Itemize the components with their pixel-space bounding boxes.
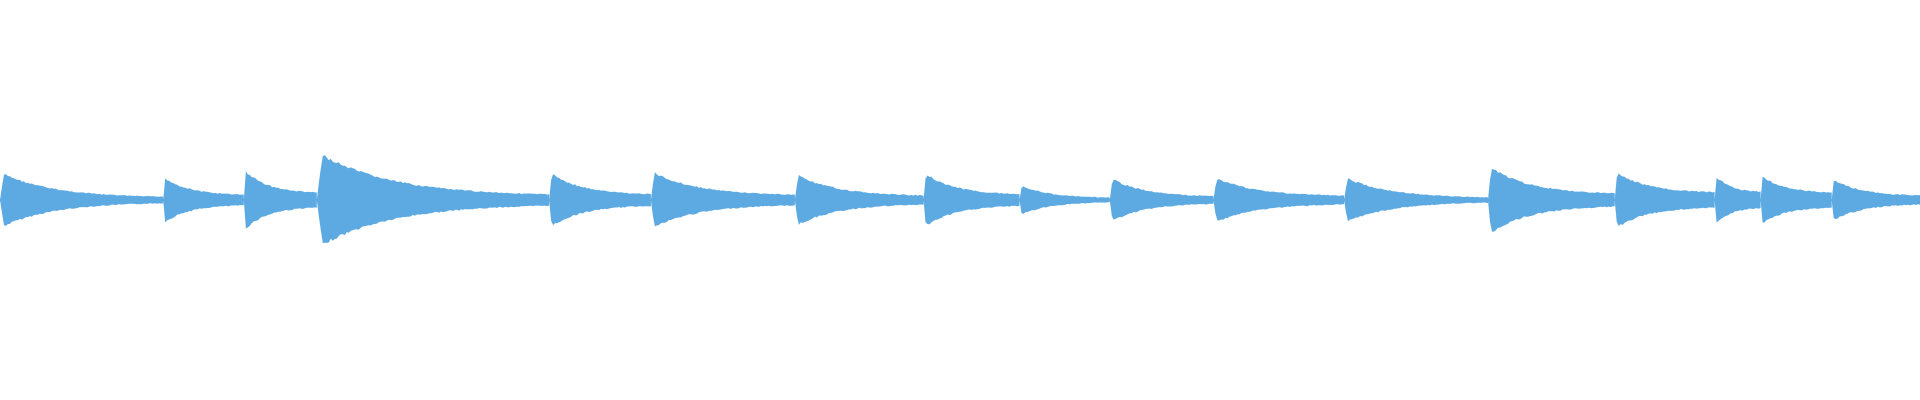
waveform-center-line	[0, 199, 1920, 201]
